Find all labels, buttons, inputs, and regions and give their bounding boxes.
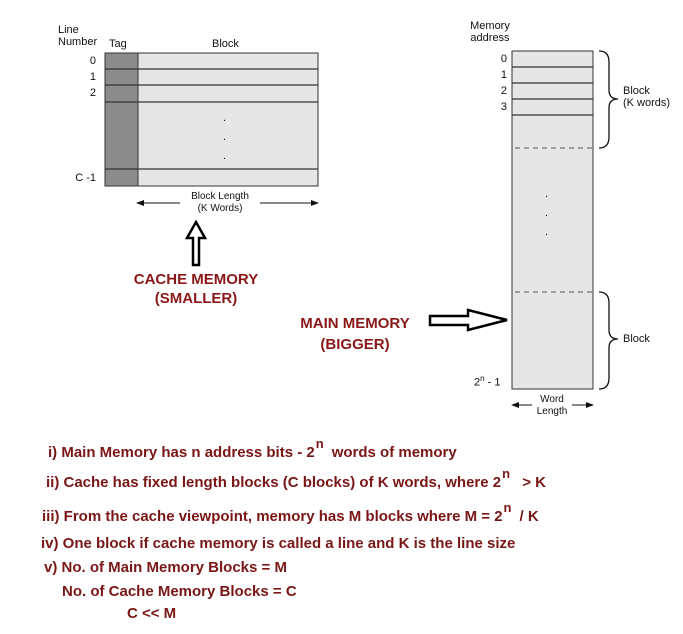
statement-1: i) Main Memory has n address bits - 2nwo… (48, 436, 457, 461)
ellipsis-dot: . (545, 207, 549, 219)
cache-table (104, 52, 319, 187)
line-label: 0 (89, 55, 96, 67)
block-brace-icon-2 (598, 291, 619, 390)
line-label: C -1 (75, 172, 96, 184)
address-label: 3 (500, 101, 507, 113)
statement-4: iv) One block if cache memory is called … (41, 535, 516, 552)
block-brace-icon (598, 50, 619, 149)
address-label: 0 (500, 53, 507, 65)
block-brace-label-2: Block (623, 333, 650, 345)
cache-memory-title: CACHE MEMORY(SMALLER) (133, 271, 259, 307)
address-label: 2 (500, 85, 507, 97)
ellipsis-dot: . (223, 112, 227, 124)
statement-5: v) No. of Main Memory Blocks = M (44, 559, 287, 576)
statement-3: iii) From the cache viewpoint, memory ha… (42, 500, 539, 525)
block-header: Block (212, 38, 239, 50)
ellipsis-dot: . (223, 150, 227, 162)
statement-7: C << M (127, 605, 177, 622)
up-arrow-icon (184, 219, 208, 267)
statement-6: No. of Cache Memory Blocks = C (62, 583, 297, 600)
line-label: 1 (89, 71, 96, 83)
statement-2: ii) Cache has fixed length blocks (C blo… (46, 466, 546, 491)
address-label: 1 (500, 69, 507, 81)
main-memory-column (511, 50, 594, 390)
block-brace-label: Block(K words) (623, 85, 671, 109)
main-memory-title: MAIN MEMORY(BIGGER) (300, 315, 410, 353)
right-arrow-icon (428, 308, 508, 332)
block-length-label: Block Length(K Words) (180, 191, 260, 215)
ellipsis-dot: . (545, 226, 549, 238)
ellipsis-dot: . (545, 188, 549, 200)
line-label: 2 (89, 87, 96, 99)
tag-header: Tag (109, 38, 127, 50)
ellipsis-dot: . (223, 131, 227, 143)
last-address-label: 2n - 1 (474, 374, 501, 389)
